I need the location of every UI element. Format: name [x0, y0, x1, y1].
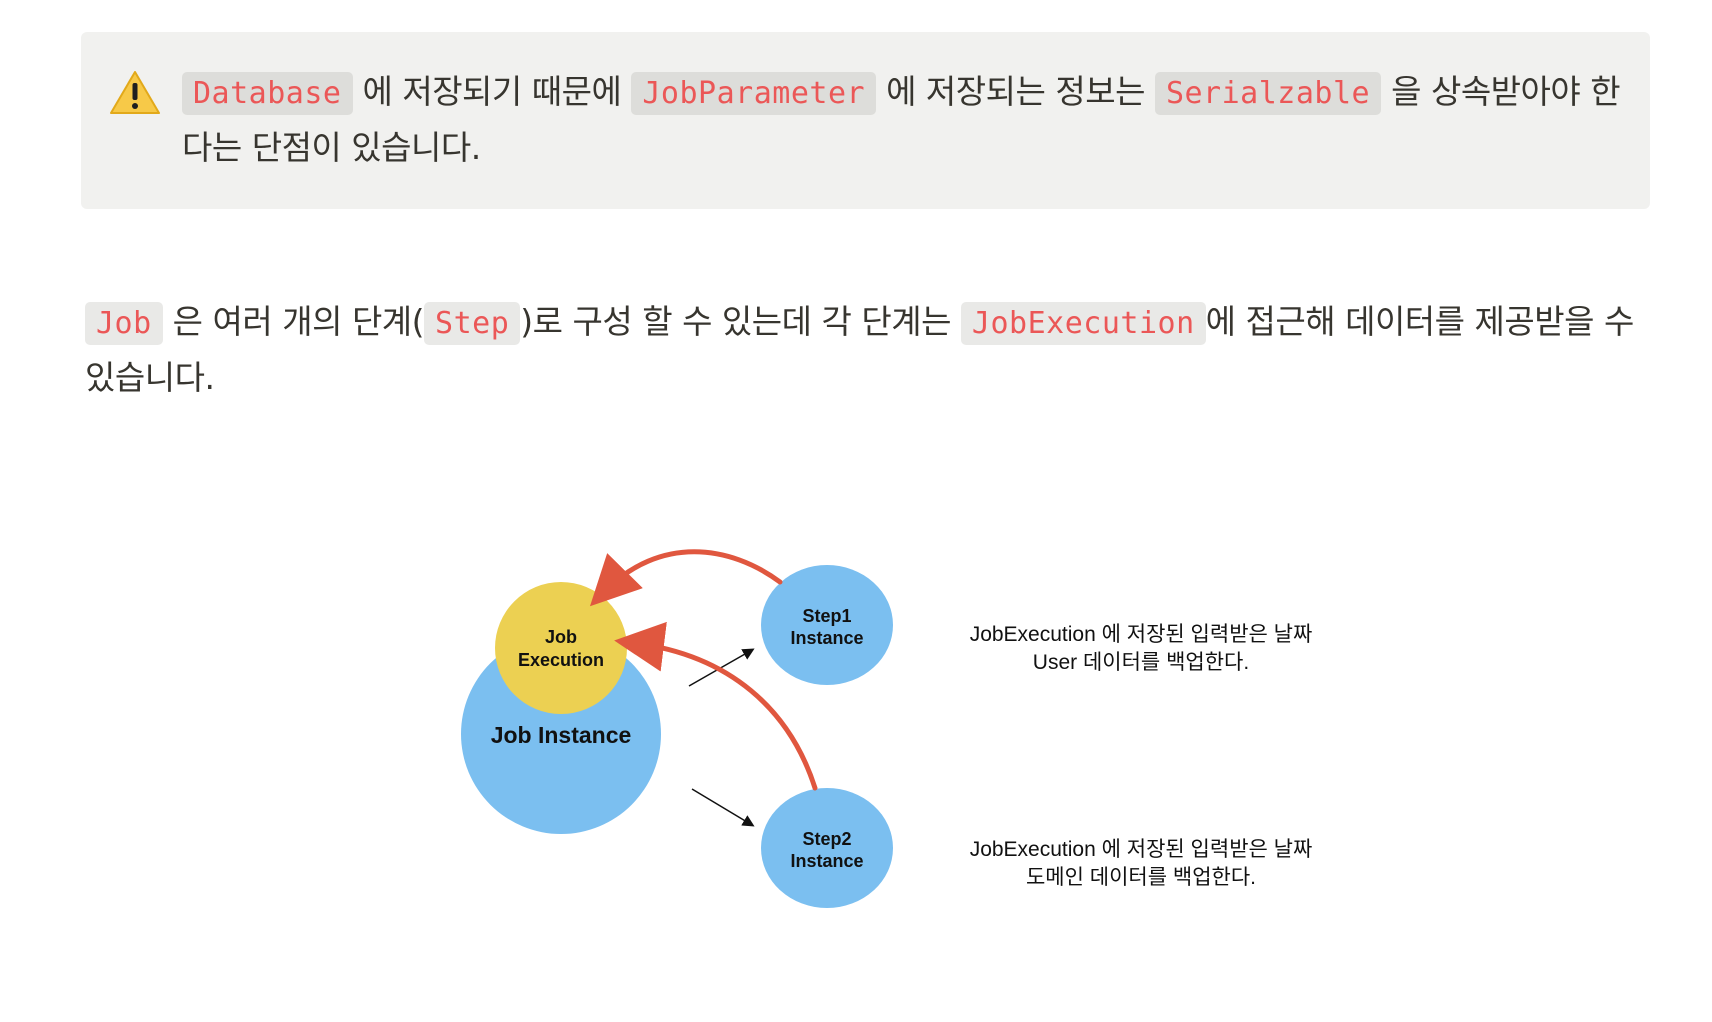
step2-label-line2: Instance [790, 851, 863, 871]
step1-description-line1: JobExecution 에 저장된 입력받은 날짜 [970, 623, 1313, 646]
callout-text-run: 에 저장되는 정보는 [876, 72, 1155, 111]
inline-code: Serialzable [1154, 72, 1382, 115]
warning-icon [110, 71, 160, 114]
step2-description-line1: JobExecution 에 저장된 입력받은 날짜 [970, 838, 1313, 861]
job-instance-label: Job Instance [491, 722, 632, 748]
callout-text-run: 에 저장되기 때문에 [352, 72, 632, 111]
inline-code: Step [424, 302, 521, 345]
arrow-to-step2 [691, 788, 755, 827]
inline-code: Database [182, 72, 353, 115]
step2-description-line2: 도메인 데이터를 백업한다. [1026, 866, 1256, 889]
inline-code: JobParameter [631, 72, 877, 115]
step2-to-execution-arrow [614, 621, 818, 791]
body-paragraph: Job 은 여러 개의 단계(Step)로 구성 할 수 있는데 각 단계는 J… [85, 295, 1645, 405]
inline-code: JobExecution [960, 302, 1206, 345]
step1-label-line1: Step1 [802, 606, 851, 626]
step1-label-line2: Instance [790, 628, 863, 648]
warning-callout: Database 에 저장되기 때문에 JobParameter 에 저장되는 … [81, 32, 1650, 209]
paragraph-text-run: 은 여러 개의 단계( [162, 302, 425, 341]
job-execution-node [495, 582, 627, 714]
step2-label-line1: Step2 [802, 829, 851, 849]
callout-text-run: 을 상속받아야 한다는 단점이 있습니다. [182, 72, 1621, 167]
step1-instance-node [761, 565, 893, 685]
paragraph-text-run: )로 구성 할 수 있는데 각 단계는 [520, 302, 961, 341]
inline-code: Job [85, 302, 163, 345]
step1-description-line2: User 데이터를 백업한다. [1033, 651, 1249, 674]
paragraph-text-run: 에 접근해 데이터를 제공받을 수 있습니다. [85, 302, 1634, 397]
job-execution-label-line2: Execution [518, 650, 604, 670]
step2-instance-node [761, 788, 893, 908]
callout-text: Database 에 저장되기 때문에 JobParameter 에 저장되는 … [182, 65, 1622, 175]
job-execution-label-line1: Job [545, 627, 577, 647]
step1-to-execution-arrow [589, 549, 783, 607]
